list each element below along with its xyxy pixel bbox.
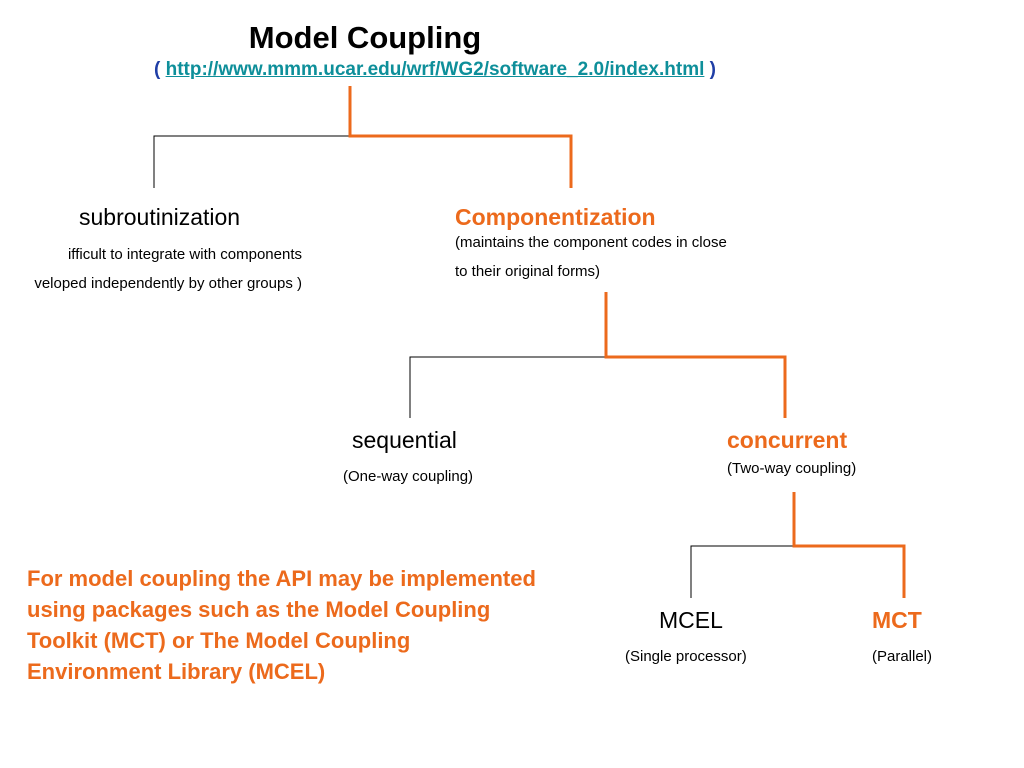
componentization-note-line1: (maintains the component codes in close — [455, 234, 727, 251]
connector-concurrent-mcel — [690, 545, 794, 598]
node-sequential: sequential — [352, 427, 457, 453]
connector-root-subroutinization — [153, 135, 350, 188]
connector-root-componentization — [348, 86, 573, 188]
subroutinization-note-line1: ifficult to integrate with components — [67, 246, 302, 263]
page-title: Model Coupling — [248, 20, 482, 55]
api-note: For model coupling the API may be implem… — [27, 566, 536, 684]
mcel-note: (Single processor) — [625, 648, 747, 665]
node-componentization: Componentization — [455, 204, 656, 230]
close-paren: ) — [709, 59, 716, 80]
mct-note: (Parallel) — [872, 648, 933, 665]
sequential-note: (One-way coupling) — [343, 468, 474, 485]
source-link-line: ( http://www.mmm.ucar.edu/wrf/WG2/softwa… — [0, 59, 870, 81]
open-paren: ( — [153, 59, 161, 80]
connector-componentization-concurrent — [604, 292, 787, 418]
node-concurrent: concurrent — [727, 427, 848, 453]
node-mct: MCT — [872, 607, 922, 633]
connector-concurrent-mct — [792, 492, 906, 598]
source-url-link[interactable]: http://www.mmm.ucar.edu/wrf/WG2/software… — [165, 59, 705, 80]
concurrent-note: (Two-way coupling) — [727, 460, 857, 477]
componentization-note-line2: to their original forms) — [455, 263, 601, 280]
node-mcel: MCEL — [659, 607, 723, 633]
connector-componentization-sequential — [409, 356, 606, 418]
subroutinization-note-line2: veloped independently by other groups ) — [34, 275, 302, 292]
node-subroutinization: subroutinization — [79, 204, 241, 230]
